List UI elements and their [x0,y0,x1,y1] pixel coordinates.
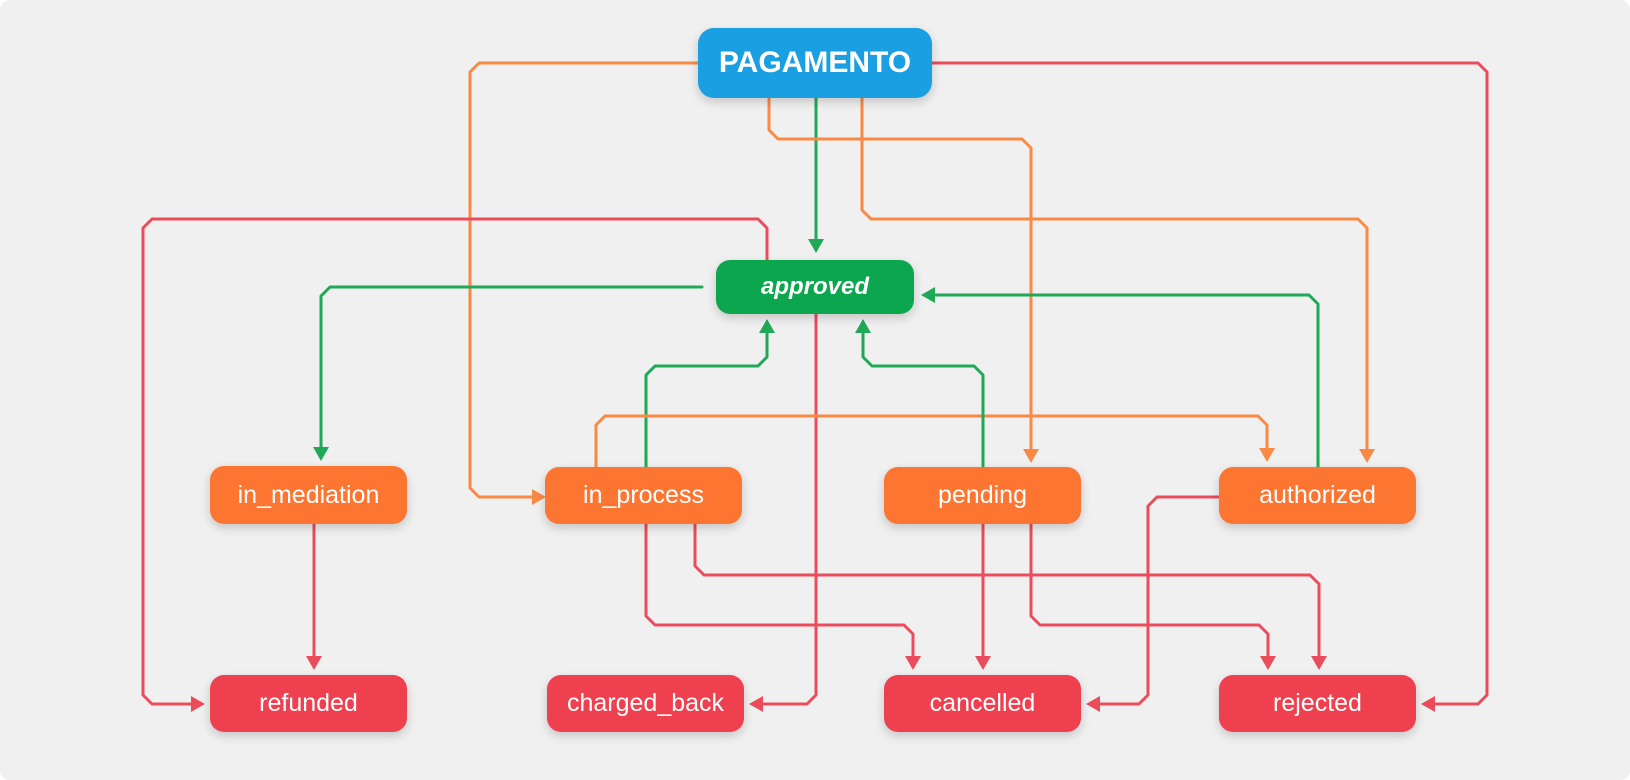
arrowhead-icon [759,319,775,333]
node-label: in_process [583,481,704,509]
edge-pending-to-cancelled [975,522,991,670]
arrowhead-icon [905,656,921,670]
edge-line [861,324,985,469]
node-label: PAGAMENTO [718,46,912,79]
node-cancelled: cancelled [884,675,1081,732]
arrowhead-icon [306,656,322,670]
edge-line [644,522,915,665]
edge-line [860,96,1369,458]
node-label: cancelled [929,689,1036,717]
edge-authorized-to-approved [921,287,1320,469]
edge-line [319,285,704,456]
arrowhead-icon [313,447,329,461]
arrowhead-icon [1311,656,1327,670]
edge-in-process-to-approved [644,319,775,469]
node-pagamento: PAGAMENTO [698,28,932,98]
edge-line [767,96,1033,458]
node-label: pending [938,481,1027,509]
arrowhead-icon [1421,696,1435,712]
edge-line [141,217,769,706]
edge-line [468,61,700,499]
edge-approved-to-charged-back [749,312,818,712]
edge-line [644,324,769,469]
arrowhead-icon [975,656,991,670]
node-label: in_mediation [237,480,380,509]
arrowhead-icon [1260,656,1276,670]
arrowhead-icon [749,696,763,712]
node-label: refunded [259,689,358,717]
node-label: rejected [1273,689,1362,717]
arrowhead-icon [1023,449,1039,463]
node-refunded: refunded [210,675,407,732]
edge-line [930,61,1489,706]
edge-in-process-to-authorized [594,414,1275,469]
edge-pending-to-approved [855,319,985,469]
edge-pagamento-to-pending [767,96,1039,463]
arrowhead-icon [855,319,871,333]
arrowhead-icon [808,239,824,253]
arrowhead-icon [191,696,205,712]
edge-in-process-to-rejected [693,522,1327,670]
edge-in-mediation-to-refunded [306,522,322,670]
node-pending: pending [884,467,1081,524]
edge-pagamento-to-authorized [860,96,1375,463]
node-label: authorized [1259,481,1376,509]
edge-line [594,414,1269,469]
edge-authorized-to-cancelled [1086,495,1221,712]
edge-pagamento-to-in-process [468,61,700,505]
arrowhead-icon [921,287,935,303]
node-label: charged_back [566,689,725,717]
edge-pagamento-to-rejected [930,61,1489,712]
edge-line [754,312,818,706]
node-label: approved [760,273,870,300]
arrowhead-icon [532,489,546,505]
edge-line [926,293,1320,469]
edge-in-process-to-cancelled [644,522,921,670]
node-authorized: authorized [1219,467,1416,524]
edge-approved-to-refunded [141,217,769,712]
node-in-mediation: in_mediation [210,466,407,524]
edge-pagamento-to-approved [808,96,824,253]
arrowhead-icon [1359,449,1375,463]
arrowhead-icon [1086,696,1100,712]
edge-line [1091,495,1221,706]
edge-line [693,522,1321,665]
node-in-process: in_process [545,467,742,524]
node-rejected: rejected [1219,675,1416,732]
arrowhead-icon [1259,448,1275,462]
node-charged-back: charged_back [547,675,744,732]
edge-pending-to-rejected [1029,522,1276,670]
edge-approved-to-in-mediation [313,285,704,461]
node-approved: approved [716,260,914,314]
